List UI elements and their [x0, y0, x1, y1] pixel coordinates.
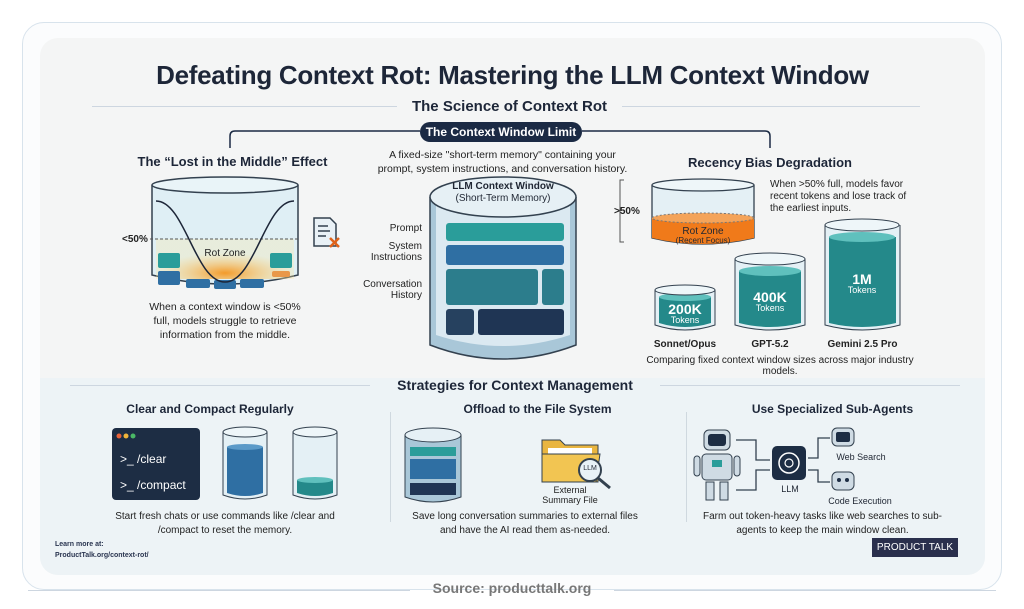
- model-name-sonnet: Sonnet/Opus: [653, 339, 717, 350]
- divider: [614, 590, 996, 591]
- llm-label: LLM: [781, 484, 799, 494]
- rot-zone-sublabel: (Recent Focus): [675, 236, 731, 245]
- lost-in-middle-cylinder: [150, 176, 300, 289]
- strategy-clear-heading: Clear and Compact Regularly: [126, 402, 294, 416]
- rot-zone-label: Rot Zone: [682, 226, 724, 237]
- window-controls-icon: [116, 433, 136, 439]
- folder-search-icon: [541, 439, 611, 490]
- strategy-offload-description: Save long conversation summaries to exte…: [412, 511, 638, 536]
- robot-icon: [693, 429, 741, 501]
- models-caption: Comparing fixed context window sizes acr…: [646, 355, 914, 377]
- infographic-title: Defeating Context Rot: Mastering the LLM…: [156, 60, 869, 90]
- terminal-window: >_ /clear >_ /compact: [112, 428, 200, 500]
- cylinder-gemini: [824, 218, 901, 331]
- learn-more-url[interactable]: ProductTalk.org/context-rot/: [55, 551, 149, 559]
- divider: [70, 385, 370, 386]
- lens-llm-label: LLM: [583, 465, 597, 472]
- model-cylinders: [654, 218, 901, 331]
- reset-cylinders: [222, 426, 338, 500]
- model-size: 200K: [668, 301, 702, 317]
- strategies-heading: Strategies for Context Management: [397, 377, 633, 393]
- model-size: 1M: [852, 271, 872, 287]
- compact-command: >_ /compact: [120, 478, 186, 492]
- label-prompt: Prompt: [389, 223, 422, 234]
- model-unit: Tokens: [670, 315, 700, 325]
- code-execution-robot-icon: [831, 471, 855, 491]
- strategy-clear-description: Start fresh chats or use commands like /…: [115, 511, 335, 536]
- divider: [686, 412, 687, 522]
- learn-more: Learn more at: ProductTalk.org/context-r…: [55, 540, 149, 561]
- strategy-subagents-heading: Use Specialized Sub-Agents: [751, 402, 914, 416]
- recent-rot-zone: Rot Zone (Recent Focus): [660, 226, 746, 246]
- context-window-limit-pill: The Context Window Limit: [420, 122, 582, 142]
- model-unit: Tokens: [755, 303, 785, 313]
- divider: [28, 590, 410, 591]
- lost-in-middle-heading: The “Lost in the Middle” Effect: [137, 154, 328, 169]
- context-window-subtitle: (Short-Term Memory): [455, 193, 551, 204]
- learn-more-label: Learn more at:: [55, 541, 104, 548]
- model-unit: Tokens: [847, 285, 877, 295]
- recency-description: When >50% full, models favor recent toke…: [770, 179, 907, 214]
- over-50-marker: >50%: [614, 206, 640, 217]
- context-window-description: A fixed-size "short-term memory" contain…: [377, 149, 628, 176]
- subagent-diagram: [693, 427, 855, 501]
- code-execution-label: Code Execution: [828, 496, 892, 506]
- cylinder-gpt: [734, 252, 806, 331]
- model-name-gpt: GPT-5.2: [751, 339, 789, 350]
- cylinder-sonnet-opus: [654, 284, 716, 331]
- recency-cylinder: [619, 178, 755, 245]
- context-window-title: LLM Context Window: [452, 181, 554, 192]
- under-50-marker: <50%: [122, 234, 148, 245]
- divider: [92, 106, 397, 107]
- recency-heading: Recency Bias Degradation: [687, 155, 852, 170]
- web-search-label: Web Search: [836, 452, 886, 462]
- llm-context-window-cylinder: [429, 176, 577, 360]
- model-name-gemini: Gemini 2.5 Pro: [827, 339, 898, 350]
- external-summary-file-label: External Summary File: [542, 485, 598, 506]
- product-talk-badge: PRODUCT TALK: [872, 538, 958, 557]
- document-error-icon: [313, 217, 340, 248]
- strategy-offload-heading: Offload to the File System: [463, 402, 612, 416]
- label-system-instructions: System Instructions: [370, 241, 422, 263]
- strategy-subagents-description: Farm out token-heavy tasks like web sear…: [703, 511, 942, 536]
- lost-in-middle-description: When a context window is <50% full, mode…: [149, 301, 301, 342]
- divider: [390, 412, 391, 522]
- web-search-robot-icon: [831, 427, 855, 447]
- clear-command: >_ /clear: [120, 452, 167, 466]
- context-window-title-block: LLM Context Window (Short-Term Memory): [445, 181, 561, 205]
- model-size: 400K: [753, 289, 787, 305]
- llm-logo-icon: [772, 446, 806, 480]
- source-caption: Source: producttalk.org: [432, 580, 592, 596]
- rot-zone-label: Rot Zone: [204, 248, 246, 259]
- context-cylinder-icon: [404, 427, 462, 503]
- science-heading: The Science of Context Rot: [411, 98, 608, 115]
- label-conversation-history: Conversation History: [363, 279, 422, 301]
- divider: [660, 385, 960, 386]
- divider: [622, 106, 920, 107]
